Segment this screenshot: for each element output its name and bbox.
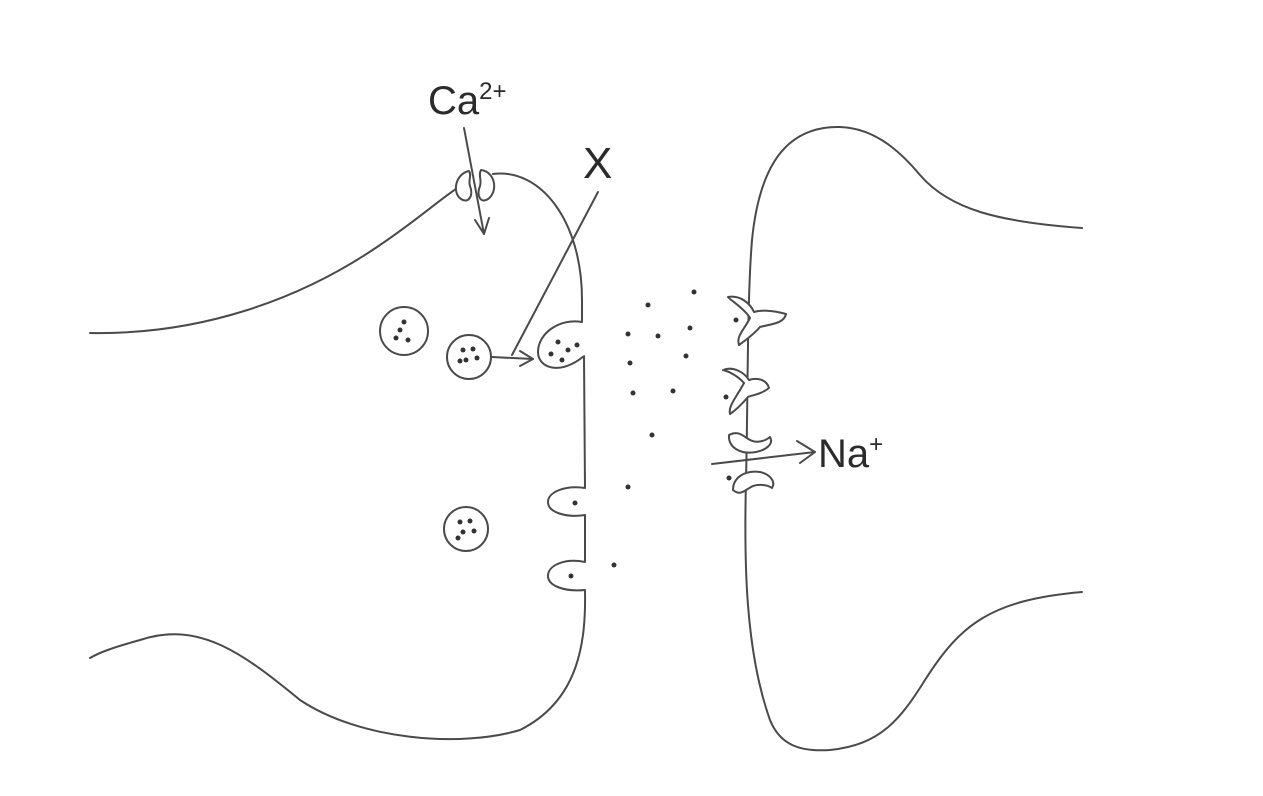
calcium-influx-arrow (463, 127, 490, 235)
sodium-ion-charge: + (869, 431, 884, 458)
sodium-influx-arrow (711, 440, 816, 465)
presynaptic-membrane-mid (583, 355, 586, 489)
calcium-ion-charge: 2+ (479, 78, 507, 105)
exocytosis-pocket (547, 559, 586, 592)
fusing-vesicle (537, 320, 585, 369)
vesicle-movement-arrow (491, 350, 534, 367)
sodium-channel (726, 432, 775, 494)
label-x: X (583, 139, 613, 188)
label-x-pointer (511, 191, 599, 356)
presynaptic-membrane-top (89, 184, 463, 335)
synaptic-vesicle (446, 334, 492, 380)
calcium-channel (454, 169, 496, 202)
calcium-ion-symbol: Ca (428, 79, 480, 123)
presynaptic-membrane-bottom (89, 589, 587, 741)
calcium-ion-label: Ca2+ (428, 78, 507, 123)
presynaptic-membrane-front (492, 172, 583, 323)
receptor (722, 367, 770, 415)
receptor (727, 295, 787, 346)
neurotransmitter-molecules (611, 289, 697, 568)
sodium-ion-symbol: Na (818, 432, 870, 476)
synaptic-vesicle (443, 506, 489, 552)
postsynaptic-membrane (744, 125, 1083, 752)
sodium-ion-label: Na+ (818, 431, 884, 476)
exocytosis-pocket (547, 486, 586, 517)
synaptic-vesicle (379, 306, 429, 356)
